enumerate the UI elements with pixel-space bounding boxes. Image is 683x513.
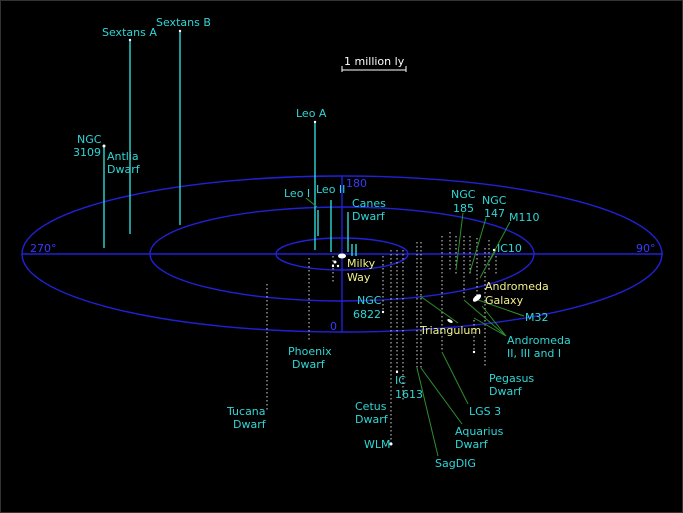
label-ngc3109-line1: NGC	[77, 133, 102, 146]
scale-bar-label: 1 million ly	[344, 55, 405, 68]
label-milky-way-line2: Way	[347, 271, 371, 284]
marker-andromeda-i	[472, 350, 476, 354]
marker-mw-sat-2	[331, 264, 335, 268]
label-sextans-b: Sextans B	[156, 16, 211, 29]
leader-ic10	[488, 249, 497, 263]
marker-wlm	[389, 442, 393, 446]
scale-bar	[341, 66, 407, 72]
label-leo-a: Leo A	[296, 107, 327, 120]
label-tucana-line1: Tucana	[226, 405, 266, 418]
leader-triangulum	[419, 295, 459, 324]
label-sagdig: SagDIG	[435, 457, 476, 470]
label-antlia-line1: Antlia	[107, 150, 139, 163]
label-andromeda-sats-line1: Andromeda	[507, 334, 571, 347]
label-ngc147-line2: 147	[484, 207, 505, 220]
label-andromeda-line2: Galaxy	[485, 294, 524, 307]
label-aquarius-line1: Aquarius	[455, 425, 504, 438]
label-phoenix-line2: Dwarf	[292, 358, 326, 371]
label-canes-line2: Dwarf	[352, 210, 386, 223]
label-tucana-line2: Dwarf	[233, 418, 267, 431]
label-sextans-a: Sextans A	[102, 26, 157, 39]
label-ngc6822-line2: 6822	[353, 308, 381, 321]
leader-sagdig	[416, 367, 439, 457]
marker-sextans-a	[128, 38, 132, 42]
label-lgs3: LGS 3	[469, 405, 501, 418]
leader-lines	[305, 197, 525, 457]
leader-ngc185	[455, 212, 464, 271]
marker-leo-a	[313, 120, 317, 124]
marker-triangulum	[447, 319, 453, 323]
label-m110: M110	[509, 211, 540, 224]
label-cetus-line2: Dwarf	[355, 413, 389, 426]
marker-milky-way	[338, 253, 346, 259]
label-aquarius-line2: Dwarf	[455, 438, 489, 451]
label-m32: M32	[525, 311, 549, 324]
label-phoenix-line1: Phoenix	[288, 345, 332, 358]
leader-m32	[477, 299, 525, 317]
leader-andromeda-sats-a	[463, 299, 507, 337]
marker-ngc6822	[381, 310, 385, 314]
axis-label-270: 270°	[30, 242, 57, 255]
marker-sextans-b	[178, 29, 182, 33]
label-ic1613-line1: IC	[395, 374, 406, 387]
label-milky-way-line1: Milky	[347, 257, 376, 270]
marker-ic10	[492, 248, 496, 252]
label-antlia-line2: Dwarf	[107, 163, 141, 176]
leader-andromeda-sats-b	[481, 305, 507, 337]
stems-below	[266, 232, 497, 444]
label-andromeda-sats-line2: II, III and I	[507, 347, 561, 360]
leader-lgs3	[441, 351, 469, 405]
label-ngc3109-line2: 3109	[73, 146, 101, 159]
marker-ic1613	[395, 370, 399, 374]
label-pegasus-line1: Pegasus	[489, 372, 534, 385]
marker-ngc3109	[102, 144, 106, 148]
galaxy-markers	[102, 29, 496, 446]
axis-label-0: 0	[330, 320, 337, 333]
label-ic1613-line2: 1613	[395, 388, 423, 401]
label-ngc185-line1: NGC	[451, 188, 476, 201]
axis-label-90: 90°	[636, 242, 656, 255]
axis-label-180: 180	[346, 177, 367, 190]
marker-mw-sat-1	[333, 260, 337, 264]
label-ic10: IC10	[497, 242, 522, 255]
label-ngc6822-line1: NGC	[357, 294, 382, 307]
label-leo-i: Leo I	[284, 187, 310, 200]
label-andromeda-line1: Andromeda	[485, 280, 549, 293]
label-ngc147-line1: NGC	[482, 194, 507, 207]
label-canes-line1: Canes	[352, 197, 386, 210]
label-ngc185-line2: 185	[453, 202, 474, 215]
label-cetus-line1: Cetus	[355, 400, 387, 413]
stems-above	[103, 31, 357, 256]
label-leo-ii: Leo II	[316, 183, 345, 196]
marker-andromeda	[472, 294, 482, 302]
leader-aquarius	[420, 367, 463, 425]
leader-andromeda-sats-c	[473, 317, 507, 337]
marker-mw-sat-3	[336, 264, 340, 268]
leader-leo-i	[305, 197, 318, 208]
label-pegasus-line2: Dwarf	[489, 385, 523, 398]
label-wlm: WLM	[364, 438, 391, 451]
label-triangulum: Triangulum	[419, 324, 481, 337]
leader-ngc147	[469, 217, 487, 273]
